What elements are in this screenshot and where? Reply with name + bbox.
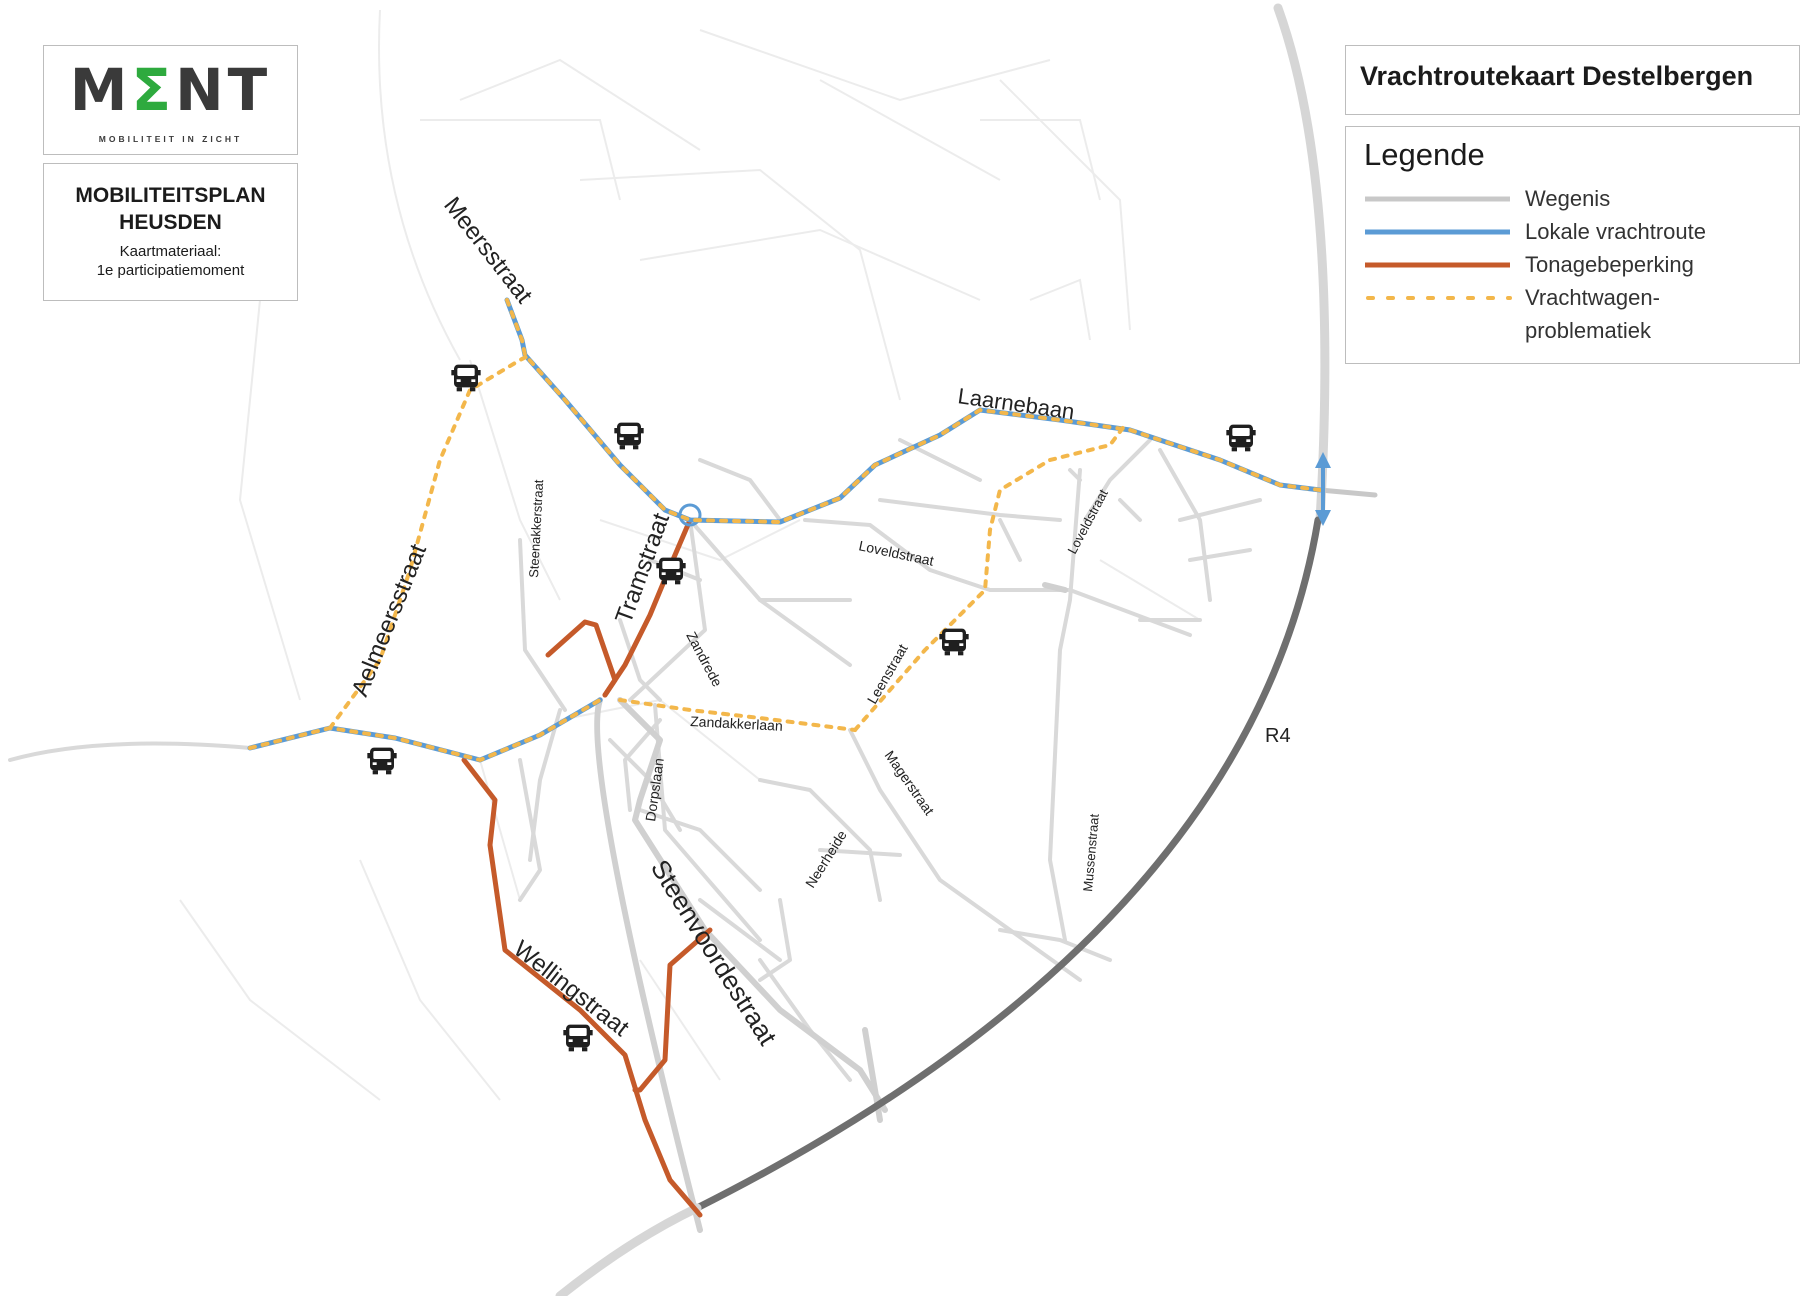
legend-label: Tonagebeperking xyxy=(1525,252,1694,277)
truck-icon xyxy=(367,747,397,775)
map-title-box: Vrachtroutekaart Destelbergen xyxy=(1345,45,1800,115)
plan-title-line1: MOBILITEITSPLAN xyxy=(75,184,266,207)
street-label-meersstraat: Meersstraat xyxy=(438,192,537,309)
streets-layer xyxy=(8,438,1262,1082)
legend-label: Lokale vrachtroute xyxy=(1525,219,1706,244)
legend-title: Legende xyxy=(1364,137,1485,172)
truck-icon xyxy=(939,628,969,656)
street-label-aelmeersstraat: Aelmeersstraat xyxy=(347,540,433,700)
mint-logo: MⵉNT MOBILITEIT IN ZICHT xyxy=(43,45,298,155)
background-streets xyxy=(179,9,1201,1101)
map-title: Vrachtroutekaart Destelbergen xyxy=(1360,61,1754,91)
local-truck-route xyxy=(247,297,1323,763)
street-label-loveldstraat-1: Loveldstraat xyxy=(857,537,935,569)
plan-title-line2: HEUSDEN xyxy=(119,211,222,234)
street-label-leenstraat: Leenstraat xyxy=(864,641,911,706)
street-label-laarnebaan: Laarnebaan xyxy=(956,383,1076,424)
street-label-zandakkerlaan: Zandakkerlaan xyxy=(690,713,783,734)
street-label-loveldstraat-2: Loveldstraat xyxy=(1064,486,1111,556)
legend-label: Wegenis xyxy=(1525,186,1611,211)
truck-problem-roads xyxy=(248,298,1322,762)
legend-swatch-truck-route xyxy=(1365,229,1510,235)
street-label-r4: R4 xyxy=(1265,725,1291,747)
legend-item-wegenis: Wegenis xyxy=(1346,184,1799,214)
tonnage-restriction-roads xyxy=(461,517,713,1218)
legend-item-vrachtwagenproblematiek-line2: problematiek xyxy=(1346,316,1799,346)
truck-icon xyxy=(656,557,686,585)
legend: Legende Wegenis Lokale vrachtroute Tonag… xyxy=(1345,126,1800,364)
legend-item-vrachtwagenproblematiek: Vrachtwagen- xyxy=(1346,283,1799,313)
logo-letters-nt: NT xyxy=(175,56,272,124)
plan-subtitle-line1: Kaartmateriaal: xyxy=(119,243,222,260)
access-arrows xyxy=(1315,452,1331,526)
legend-swatch-tonnage xyxy=(1365,262,1510,268)
legend-item-lokale-vrachtroute: Lokale vrachtroute xyxy=(1346,217,1799,247)
logo-wordmark: MⵉNT xyxy=(44,58,297,122)
street-label-neerheide: Neerheide xyxy=(802,827,850,890)
r4-ring-road xyxy=(555,3,1378,1296)
street-label-steenakkerstraat: Steenakkerstraat xyxy=(526,479,546,578)
legend-item-tonagebeperking: Tonagebeperking xyxy=(1346,250,1799,280)
legend-label-line2: problematiek xyxy=(1525,318,1651,343)
truck-icon xyxy=(614,422,644,450)
truck-icon xyxy=(1226,424,1256,452)
logo-letter-m: M xyxy=(69,56,132,124)
street-label-mussenstraat: Mussenstraat xyxy=(1080,813,1102,892)
legend-swatch-problem xyxy=(1366,296,1512,300)
logo-letter-i: ⵉ xyxy=(131,56,176,124)
truck-icon xyxy=(563,1024,593,1052)
plan-info-box: MOBILITEITSPLAN HEUSDEN Kaartmateriaal: … xyxy=(43,163,298,301)
street-label-zandrede: Zandrede xyxy=(683,629,725,690)
logo-tagline: MOBILITEIT IN ZICHT xyxy=(98,134,243,144)
plan-subtitle: Kaartmateriaal: 1e participatiemoment xyxy=(44,242,297,280)
legend-swatch-road xyxy=(1365,196,1510,202)
legend-label: Vrachtwagen- xyxy=(1525,285,1660,310)
plan-subtitle-line2: 1e participatiemoment xyxy=(96,262,245,279)
plan-title: MOBILITEITSPLAN HEUSDEN xyxy=(44,182,297,236)
